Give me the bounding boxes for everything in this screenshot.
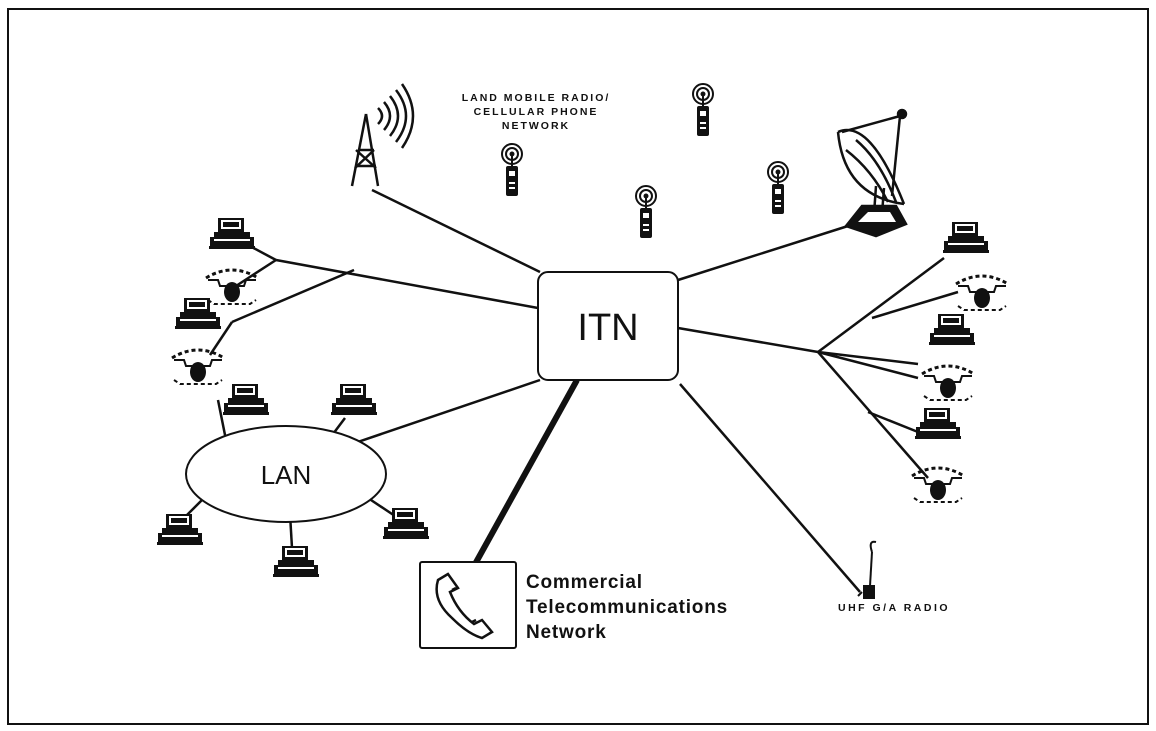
computer-terminal-icon bbox=[209, 218, 255, 249]
lan-label: LAN bbox=[261, 460, 312, 490]
telephone-icon bbox=[954, 274, 1010, 312]
satellite-dish-icon bbox=[836, 108, 908, 238]
cellular-phone-icon bbox=[635, 185, 657, 239]
commercial-label-line-3: Network bbox=[526, 622, 607, 643]
commercial-handset-box bbox=[419, 561, 517, 649]
commercial-label-line-1: Commercial bbox=[526, 572, 643, 593]
computer-terminal-icon bbox=[929, 314, 975, 345]
commercial-label-line-2: Telecommunications bbox=[526, 597, 728, 618]
telephone-icon bbox=[170, 348, 226, 386]
telephone-icon bbox=[910, 466, 966, 504]
itn-hub-box bbox=[537, 271, 679, 381]
itn-hub-label: ITN bbox=[577, 307, 638, 349]
computer-terminal-icon bbox=[331, 384, 377, 415]
diagram-frame bbox=[7, 8, 1149, 725]
computer-terminal-icon bbox=[175, 298, 221, 329]
radio-tower-icon bbox=[350, 83, 415, 187]
computer-terminal-icon bbox=[943, 222, 989, 253]
computer-terminal-icon bbox=[157, 514, 203, 545]
land-mobile-label-line-3: NETWORK bbox=[502, 120, 570, 132]
cellular-phone-icon bbox=[692, 83, 714, 137]
land-mobile-label-line-1: LAND MOBILE RADIO/ bbox=[462, 92, 611, 104]
computer-terminal-icon bbox=[915, 408, 961, 439]
lan-ellipse bbox=[185, 425, 387, 523]
telephone-icon bbox=[920, 364, 976, 402]
uhf-radio-label: UHF G/A RADIO bbox=[838, 602, 950, 614]
uhf-radio-icon bbox=[857, 540, 877, 599]
cellular-phone-icon bbox=[501, 143, 523, 197]
computer-terminal-icon bbox=[223, 384, 269, 415]
land-mobile-label-line-2: CELLULAR PHONE bbox=[474, 106, 599, 118]
connection-lines bbox=[179, 188, 959, 593]
telephone-icon bbox=[204, 268, 260, 306]
cellular-phone-icon bbox=[767, 161, 789, 215]
computer-terminal-icon bbox=[273, 546, 319, 577]
handset-icon bbox=[435, 572, 494, 640]
commercial-trunk-line bbox=[471, 378, 580, 568]
